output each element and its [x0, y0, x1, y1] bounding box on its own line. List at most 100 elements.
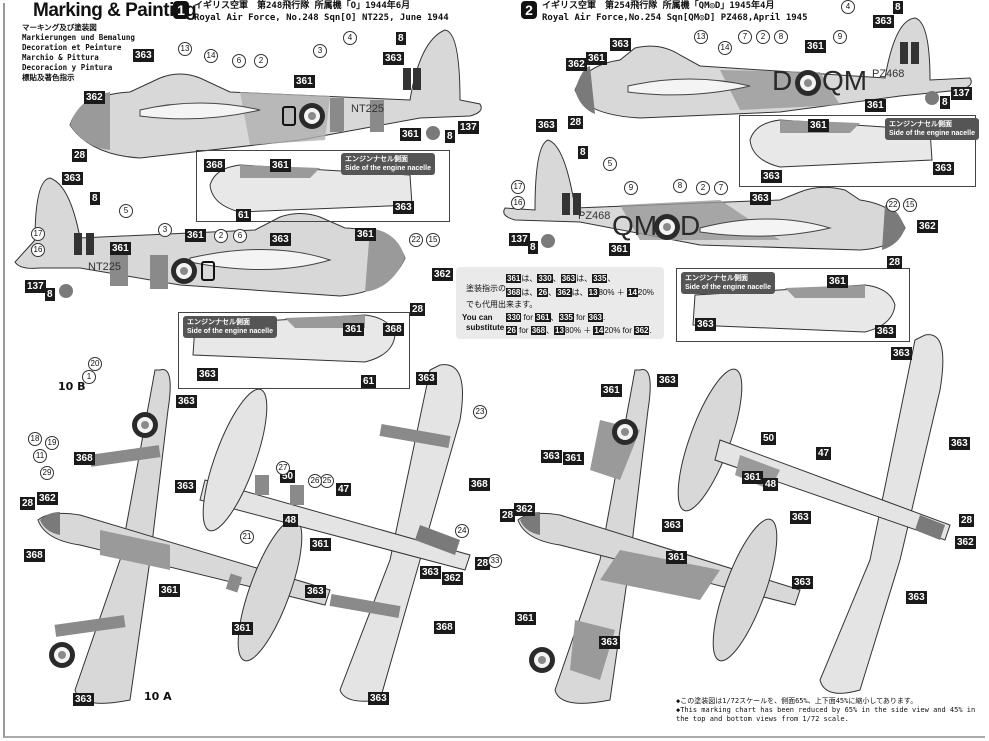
paint-tag: 61: [361, 375, 377, 388]
paint-tag: 8: [528, 241, 538, 254]
paint-tag: 368: [469, 478, 490, 491]
scheme-2-title-en: Royal Air Force,No.254 Sqn[QM◎D] PZ468,A…: [542, 13, 808, 23]
decal-callout-label: 10 A: [144, 690, 172, 703]
paint-code: 335: [558, 313, 574, 322]
subst-en-line2: 26 for 368、1380% ＋ 1420% for 362.: [506, 325, 652, 336]
paint-code: 335: [592, 274, 608, 283]
subtitle-es: Decoracion y Pintura: [22, 63, 113, 72]
paint-code: 13: [554, 326, 565, 335]
decal-callout: 8: [673, 179, 687, 193]
subst-text: for: [573, 313, 588, 322]
paint-tag: 363: [891, 347, 912, 360]
sheet-frame: [3, 3, 985, 738]
decal-callout: 6: [232, 54, 246, 68]
paint-tag: 362: [84, 91, 105, 104]
paint-tag: 8: [893, 1, 903, 14]
decal-callout-label: 10 B: [58, 380, 86, 393]
paint-tag: 363: [695, 318, 716, 331]
decal-callout: 5: [603, 157, 617, 171]
subst-text: for: [521, 313, 536, 322]
decal-callout: 14: [718, 41, 732, 55]
subst-text: 、: [552, 274, 561, 283]
paint-tag: 363: [873, 15, 894, 28]
sheet-title: Marking & Painting: [33, 0, 197, 21]
paint-tag: 361: [110, 242, 131, 255]
paint-tag: 137: [951, 87, 972, 100]
paint-code: 26: [537, 288, 549, 297]
paint-code: 368: [506, 288, 522, 297]
paint-tag: 363: [933, 162, 954, 175]
paint-code: 14: [593, 326, 605, 335]
paint-tag: 361: [355, 228, 376, 241]
subtitle-fr: Decoration et Peinture: [22, 43, 122, 52]
decal-callout: 22: [409, 233, 423, 247]
decal-callout: 2: [214, 229, 228, 243]
paint-code: 363: [560, 274, 577, 283]
paint-tag: 361: [609, 243, 630, 256]
decal-callout: 14: [204, 49, 218, 63]
scheme-1-serial-starboard: NT225: [351, 103, 385, 115]
paint-tag: 61: [236, 209, 252, 222]
subst-jp-line1: 361は、330、363は、335、: [506, 273, 615, 284]
paint-tag: 47: [336, 483, 352, 496]
decal-callout: 5: [119, 204, 133, 218]
decal-callout: 2: [254, 54, 268, 68]
scheme-2-code-port-right: D: [680, 210, 701, 241]
paint-tag: 363: [305, 585, 326, 598]
paint-tag: 363: [875, 325, 896, 338]
paint-tag: 361: [270, 159, 291, 172]
decal-callout: 19: [45, 436, 59, 450]
paint-tag: 363: [599, 636, 620, 649]
nacelle-label-jp: エンジンナセル側面: [889, 121, 952, 128]
subst-text: 20%: [637, 288, 654, 297]
subst-text: 、: [607, 274, 616, 283]
scheme-2-title-jp: イギリス空軍 第254飛行隊 所属機「QM◎D」1945年4月: [542, 1, 775, 11]
nacelle-box-2a: [739, 115, 976, 187]
paint-tag: 8: [445, 130, 455, 143]
decal-callout: 16: [31, 243, 45, 257]
subst-text: 20% for: [604, 326, 635, 335]
paint-tag: 363: [792, 576, 813, 589]
paint-tag: 361: [515, 612, 536, 625]
paint-tag: 28: [887, 256, 903, 269]
nacelle-box-2b: [676, 268, 910, 342]
decal-callout: 7: [738, 30, 752, 44]
decal-callout: 2: [696, 181, 710, 195]
paint-tag: 361: [159, 584, 180, 597]
nacelle-label-jp: エンジンナセル側面: [345, 156, 408, 163]
scheme-1-bottom-view: [199, 364, 471, 702]
paint-tag: 8: [396, 32, 406, 45]
paint-tag: 363: [750, 192, 771, 205]
scheme-1-side-port: [14, 177, 406, 298]
paint-code: 362: [556, 288, 572, 297]
nacelle-label-en: Side of the engine nacelle: [187, 328, 273, 335]
paint-tag: 361: [805, 40, 826, 53]
decal-callout: 7: [714, 181, 728, 195]
paint-code: 361: [506, 274, 522, 283]
subst-text: .: [603, 313, 606, 322]
decal-callout: 8: [774, 30, 788, 44]
paint-tag: 368: [24, 549, 45, 562]
subtitle-jp: マーキング及び塗装図: [22, 23, 97, 32]
subst-text: 、: [550, 313, 559, 322]
paint-tag: 137: [458, 121, 479, 134]
subst-text: .: [649, 326, 652, 335]
paint-tag: 363: [176, 395, 197, 408]
paint-tag: 363: [62, 172, 83, 185]
paint-tag: 362: [442, 572, 463, 585]
nacelle-label-en: Side of the engine nacelle: [685, 284, 771, 291]
paint-tag: 361: [586, 52, 607, 65]
nacelle-box-1a: [196, 150, 450, 222]
paint-substitution-note: 塗装指示の 361は、330、363は、335、 368は、26、362は、13…: [456, 267, 664, 339]
paint-tag: 363: [906, 591, 927, 604]
paint-tag: 361: [400, 128, 421, 141]
subtitle-cn: 標貼及著色指示: [22, 73, 75, 82]
paint-tag: 363: [761, 170, 782, 183]
footnote-en-2: the top and bottom views from 1/72 scale…: [676, 715, 849, 723]
paint-tag: 137: [509, 233, 530, 246]
scheme-2-code-right: QM: [822, 65, 868, 96]
decal-callout: 15: [426, 233, 440, 247]
